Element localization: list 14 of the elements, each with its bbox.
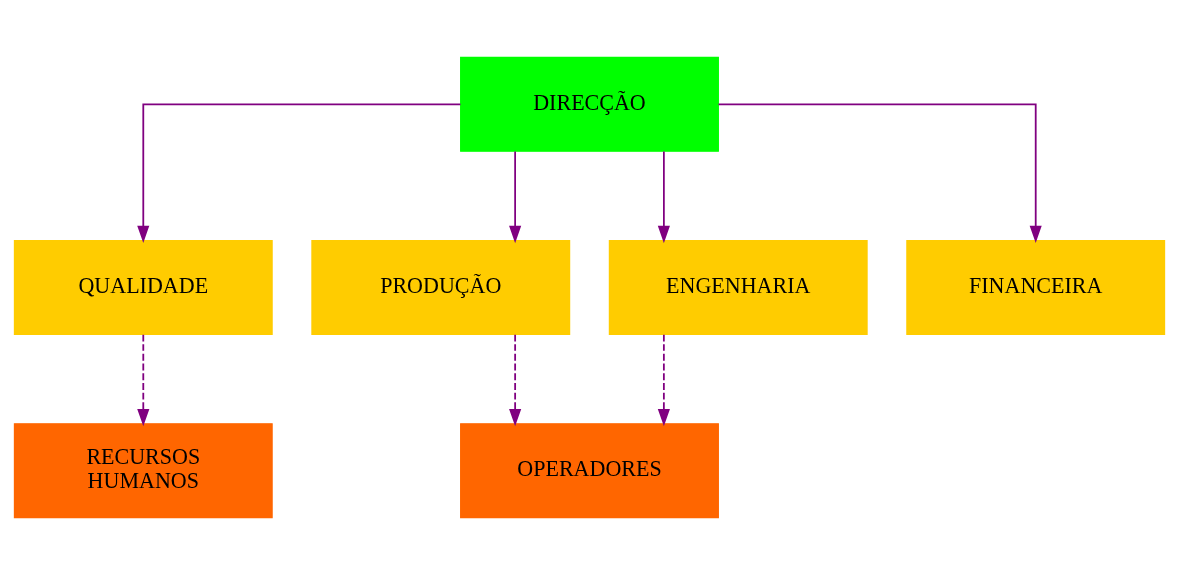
arrow — [509, 333, 522, 427]
arrow — [509, 150, 522, 244]
arrow — [657, 150, 670, 244]
node-box: OPERADORES — [460, 423, 719, 519]
arrow — [717, 103, 1042, 244]
arrow — [137, 103, 462, 244]
node-box: RECURSOS HUMANOS — [13, 423, 273, 519]
arrow — [657, 333, 670, 427]
node-box: FINANCEIRA — [906, 240, 1166, 335]
node-box: PRODUÇÃO — [311, 240, 571, 335]
node-box: ENGENHARIA — [608, 240, 868, 335]
node-box: QUALIDADE — [13, 240, 273, 335]
node-box: DIRECÇÃO — [460, 56, 719, 152]
arrow — [137, 333, 150, 427]
